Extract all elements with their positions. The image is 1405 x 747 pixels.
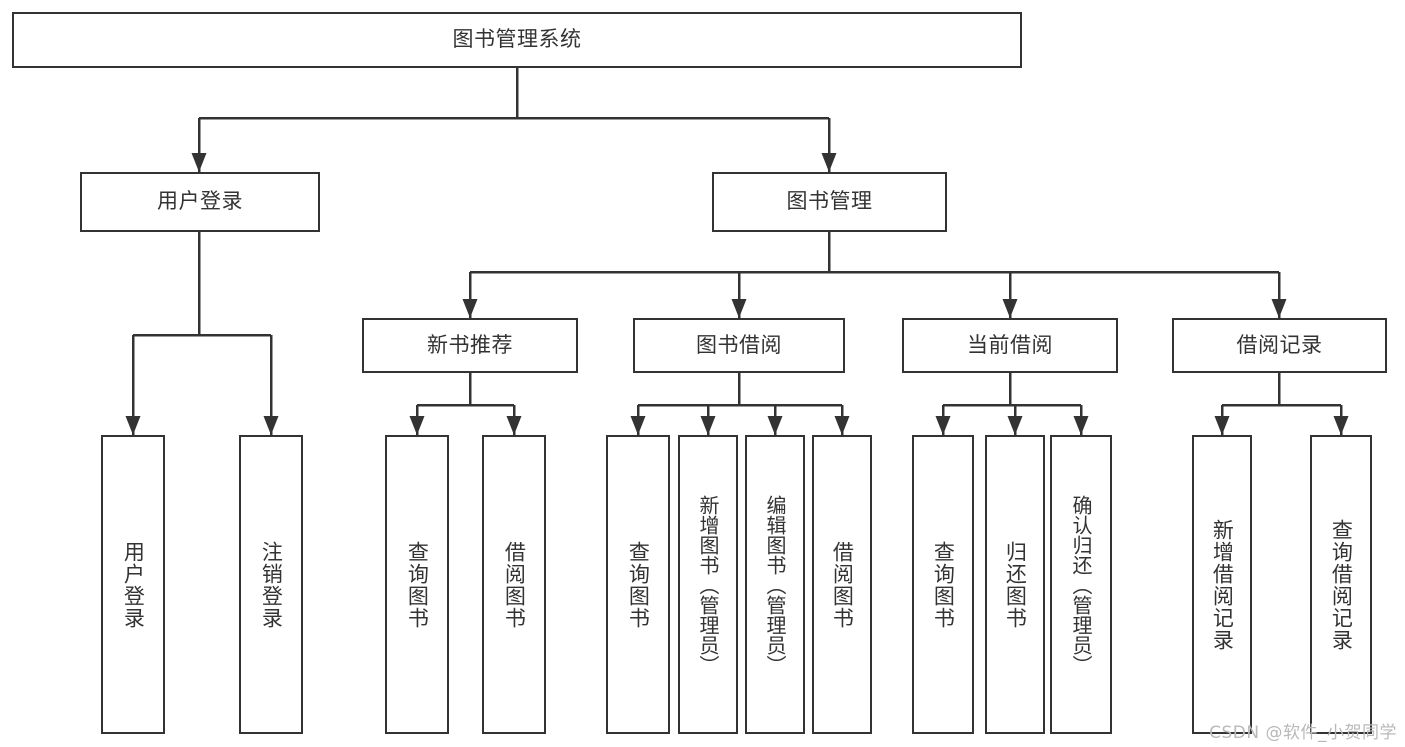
node-label-new-book-recommend: 新书推荐 bbox=[427, 332, 513, 357]
node-leaf-query-record[interactable]: 查询借阅记录 bbox=[1310, 435, 1372, 734]
node-label-book-borrow: 图书借阅 bbox=[696, 332, 782, 357]
book-borrow-to-leaves-arrow-0 bbox=[630, 416, 646, 435]
book-manage-to-level2-arrow-2 bbox=[1002, 299, 1018, 318]
book-manage-to-level2-arrow-1 bbox=[731, 299, 747, 318]
current-borrow-to-leaves-arrow-2 bbox=[1073, 416, 1089, 435]
node-leaf-edit-book[interactable]: 编辑图书（管理员） bbox=[745, 435, 805, 734]
book-borrow-to-leaves-arrow-2 bbox=[767, 416, 783, 435]
node-label-leaf-add-book: 新增图书（管理员） bbox=[696, 494, 720, 675]
user-login-to-leaves-arrow-0 bbox=[125, 416, 141, 435]
new-book-recommend-to-leaves-arrow-0 bbox=[409, 416, 425, 435]
node-book-borrow[interactable]: 图书借阅 bbox=[633, 318, 845, 373]
node-leaf-borrow-book-1[interactable]: 借阅图书 bbox=[482, 435, 546, 734]
node-leaf-query-book-2[interactable]: 查询图书 bbox=[606, 435, 670, 734]
node-label-leaf-confirm-return: 确认归还（管理员） bbox=[1069, 494, 1093, 675]
node-borrow-record[interactable]: 借阅记录 bbox=[1172, 318, 1387, 373]
node-leaf-user-login[interactable]: 用户登录 bbox=[101, 435, 165, 734]
root-to-level1-arrow-0 bbox=[191, 153, 207, 172]
node-leaf-add-record[interactable]: 新增借阅记录 bbox=[1192, 435, 1252, 734]
node-label-leaf-user-login: 用户登录 bbox=[121, 540, 146, 629]
node-root[interactable]: 图书管理系统 bbox=[12, 12, 1022, 68]
user-login-to-leaves-arrow-1 bbox=[263, 416, 279, 435]
book-borrow-to-leaves-arrow-3 bbox=[834, 416, 850, 435]
node-leaf-query-book-3[interactable]: 查询图书 bbox=[912, 435, 974, 734]
borrow-record-to-leaves-arrow-0 bbox=[1214, 416, 1230, 435]
node-label-leaf-borrow-book-2: 借阅图书 bbox=[830, 540, 855, 629]
book-manage-to-level2-arrow-3 bbox=[1271, 299, 1287, 318]
node-label-leaf-edit-book: 编辑图书（管理员） bbox=[763, 494, 787, 675]
node-label-current-borrow: 当前借阅 bbox=[967, 332, 1053, 357]
csdn-watermark: CSDN @软件_小贺同学 bbox=[1209, 723, 1397, 743]
node-label-borrow-record: 借阅记录 bbox=[1236, 332, 1323, 357]
node-leaf-return-book[interactable]: 归还图书 bbox=[985, 435, 1045, 734]
node-label-book-manage: 图书管理 bbox=[786, 189, 873, 214]
node-current-borrow[interactable]: 当前借阅 bbox=[902, 318, 1118, 373]
node-new-book-recommend[interactable]: 新书推荐 bbox=[362, 318, 578, 373]
book-manage-to-level2-arrow-0 bbox=[462, 299, 478, 318]
root-to-level1-arrow-1 bbox=[821, 153, 837, 172]
node-leaf-borrow-book-2[interactable]: 借阅图书 bbox=[812, 435, 872, 734]
node-leaf-add-book[interactable]: 新增图书（管理员） bbox=[678, 435, 738, 734]
node-label-leaf-logout: 注销登录 bbox=[259, 540, 284, 629]
node-book-manage[interactable]: 图书管理 bbox=[712, 172, 947, 232]
node-label-leaf-query-book-3: 查询图书 bbox=[931, 540, 956, 629]
node-label-leaf-borrow-book-1: 借阅图书 bbox=[502, 540, 527, 629]
node-label-leaf-query-book-2: 查询图书 bbox=[626, 540, 651, 629]
current-borrow-to-leaves-arrow-0 bbox=[935, 416, 951, 435]
new-book-recommend-to-leaves-arrow-1 bbox=[506, 416, 522, 435]
node-leaf-logout[interactable]: 注销登录 bbox=[239, 435, 303, 734]
node-leaf-confirm-return[interactable]: 确认归还（管理员） bbox=[1050, 435, 1112, 734]
node-leaf-query-book-1[interactable]: 查询图书 bbox=[385, 435, 449, 734]
borrow-record-to-leaves-arrow-1 bbox=[1333, 416, 1349, 435]
node-label-leaf-return-book: 归还图书 bbox=[1003, 540, 1028, 629]
node-label-leaf-query-book-1: 查询图书 bbox=[405, 540, 430, 629]
node-label-user-login: 用户登录 bbox=[157, 189, 243, 214]
current-borrow-to-leaves-arrow-1 bbox=[1007, 416, 1023, 435]
node-user-login[interactable]: 用户登录 bbox=[80, 172, 320, 232]
book-borrow-to-leaves-arrow-1 bbox=[700, 416, 716, 435]
node-label-leaf-query-record: 查询借阅记录 bbox=[1329, 518, 1354, 651]
node-label-root: 图书管理系统 bbox=[452, 27, 582, 52]
connector-group bbox=[125, 68, 1349, 435]
node-label-leaf-add-record: 新增借阅记录 bbox=[1210, 518, 1235, 651]
